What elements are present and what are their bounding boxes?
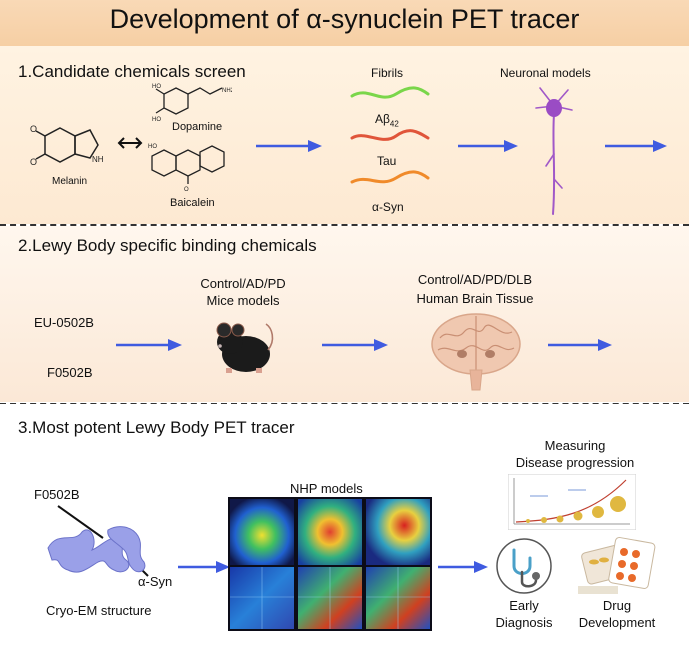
dopamine-structure-icon: HO HO NH2 <box>152 84 232 122</box>
compound-f0502b-label-2: F0502B <box>34 487 80 502</box>
drug-development-line1: Drug <box>602 598 632 613</box>
arrow-1-icon <box>256 140 322 152</box>
progression-plot-icon <box>508 474 636 530</box>
neuron-icon <box>535 87 573 215</box>
svg-text:HO: HO <box>152 117 161 122</box>
svg-text:NH: NH <box>92 155 104 164</box>
section-2-panel <box>0 226 689 402</box>
asyn-label: α-Syn <box>372 200 404 214</box>
arrow-8-icon <box>438 561 488 573</box>
pet-scan-grid-icon <box>228 497 432 631</box>
fibril-red-icon <box>350 129 430 141</box>
svg-text:O: O <box>30 124 37 134</box>
early-diagnosis-line2: Diagnosis <box>495 615 553 630</box>
human-tissue-line2: Human Brain Tissue <box>416 291 534 306</box>
brain-icon <box>431 313 521 391</box>
arrow-2-icon <box>458 140 518 152</box>
svg-text:O: O <box>184 187 189 192</box>
fibrils-label: Fibrils <box>371 66 403 80</box>
cryo-em-label: Cryo-EM structure <box>46 603 152 618</box>
double-arrow-icon <box>117 137 143 149</box>
measuring-line2: Disease progression <box>515 455 635 470</box>
cryo-em-structure-icon <box>47 505 149 577</box>
section-1-heading: 1.Candidate chemicals screen <box>18 62 246 81</box>
early-diagnosis-line1: Early <box>509 598 539 613</box>
mice-models-line1: Control/AD/PD <box>200 276 286 291</box>
abeta-label: Aβ42 <box>375 112 399 129</box>
drug-development-line2: Development <box>578 615 656 630</box>
arrow-5-icon <box>322 339 388 351</box>
pills-icon <box>578 536 656 594</box>
melanin-structure-icon: O O NH <box>30 124 104 167</box>
measuring-line1: Measuring <box>544 438 606 453</box>
divider-1 <box>0 224 689 226</box>
melanin-label: Melanin <box>52 176 88 187</box>
compound-f0502b-label: F0502B <box>47 365 93 380</box>
baicalein-label: Baicalein <box>170 197 215 209</box>
arrow-4-icon <box>116 339 182 351</box>
fibril-orange-icon <box>350 170 430 184</box>
mouse-icon <box>216 322 274 373</box>
section-3-heading: 3.Most potent Lewy Body PET tracer <box>18 418 295 437</box>
page-title: Development of α-synuclein PET tracer <box>109 4 580 34</box>
arrow-3-icon <box>605 140 667 152</box>
asyn-label-2: α-Syn <box>138 574 173 589</box>
tau-label: Tau <box>377 154 397 168</box>
section-2-heading: 2.Lewy Body specific binding chemicals <box>18 236 317 255</box>
arrow-7-icon <box>178 561 230 573</box>
svg-text:NH2: NH2 <box>222 88 232 94</box>
fibril-green-icon <box>350 86 430 99</box>
svg-text:HO: HO <box>152 84 161 90</box>
svg-text:HO: HO <box>148 144 157 150</box>
svg-text:O: O <box>30 157 37 167</box>
stethoscope-icon <box>496 538 552 594</box>
compound-eu0502b-label: EU-0502B <box>34 315 94 330</box>
baicalein-structure-icon: O HO <box>148 144 225 192</box>
arrow-6-icon <box>548 339 612 351</box>
mice-models-line2: Mice models <box>206 293 280 308</box>
human-tissue-line1: Control/AD/PD/DLB <box>417 272 533 287</box>
nhp-models-label: NHP models <box>290 481 363 496</box>
neuronal-models-label: Neuronal models <box>500 66 591 80</box>
section-1-panel <box>0 46 689 224</box>
dopamine-label: Dopamine <box>172 121 223 133</box>
